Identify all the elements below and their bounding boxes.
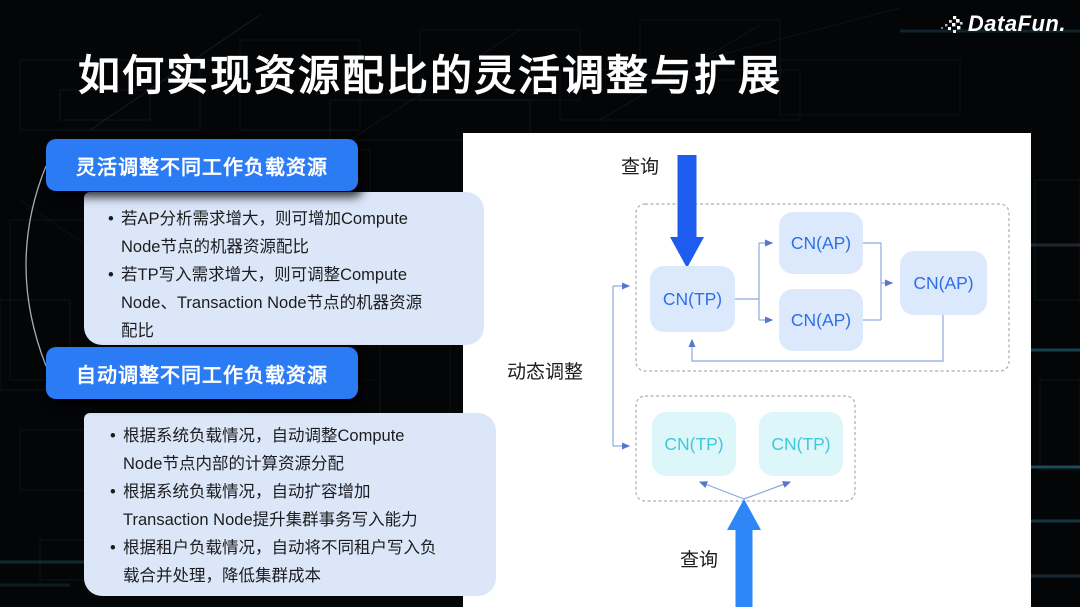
- svg-text:CN(TP): CN(TP): [771, 434, 830, 454]
- section1-header-label: 灵活调整不同工作负载资源: [76, 156, 328, 179]
- node-cn-ap-top: CN(AP): [779, 212, 863, 274]
- node-cn-ap-right: CN(AP): [900, 251, 987, 315]
- query-up-arrow: [727, 499, 761, 607]
- bullet-item: 若TP写入需求增大，则可调整Compute Node、Transaction N…: [108, 261, 438, 345]
- section2-card: 根据系统负载情况，自动调整Compute Node节点内部的计算资源分配 根据系…: [84, 413, 496, 596]
- svg-text:CN(AP): CN(AP): [913, 273, 973, 293]
- node-cn-tp-lower-1: CN(TP): [652, 412, 736, 476]
- query-label-top: 查询: [621, 157, 660, 178]
- svg-text:CN(TP): CN(TP): [664, 434, 723, 454]
- node-cn-tp-lower-2: CN(TP): [759, 412, 843, 476]
- bullet-item: 根据系统负载情况，自动调整Compute Node节点内部的计算资源分配: [110, 422, 446, 478]
- node-cn-ap-bottom: CN(AP): [779, 289, 863, 351]
- upper-cluster-border: [635, 203, 1010, 372]
- svg-text:CN(AP): CN(AP): [791, 310, 851, 330]
- cluster-diagram: CN(TP) CN(AP) CN(AP) CN(AP) CN(TP) CN: [612, 155, 1010, 607]
- section1-card: 若AP分析需求增大，则可增加Compute Node节点的机器资源配比 若TP写…: [84, 192, 484, 345]
- svg-text:CN(AP): CN(AP): [791, 233, 851, 253]
- datafun-logo-icon: [940, 16, 963, 33]
- section2-bullet-list: 根据系统负载情况，自动调整Compute Node节点内部的计算资源分配 根据系…: [110, 422, 446, 590]
- section2-header: 自动调整不同工作负载资源: [46, 347, 358, 399]
- datafun-logo: DataFun.: [939, 11, 1066, 37]
- query-label-bottom: 查询: [680, 550, 719, 571]
- svg-text:CN(TP): CN(TP): [663, 289, 722, 309]
- query-down-arrow: [670, 155, 704, 268]
- section1-bullet-list: 若AP分析需求增大，则可增加Compute Node节点的机器资源配比 若TP写…: [108, 205, 438, 345]
- bullet-item: 根据租户负载情况，自动将不同租户写入负载合并处理，降低集群成本: [110, 534, 446, 590]
- dynamic-adjust-label: 动态调整: [507, 362, 584, 383]
- section1-header: 灵活调整不同工作负载资源: [46, 139, 358, 191]
- bullet-item: 根据系统负载情况，自动扩容增加Transaction Node提升集群事务写入能…: [110, 478, 446, 534]
- bullet-item: 若AP分析需求增大，则可增加Compute Node节点的机器资源配比: [108, 205, 438, 261]
- section2-header-label: 自动调整不同工作负载资源: [76, 364, 328, 387]
- datafun-logo-text: DataFun.: [967, 11, 1066, 36]
- diagram-panel: 查询 动态调整 查询: [463, 133, 1031, 607]
- page-title: 如何实现资源配比的灵活调整与扩展: [78, 52, 783, 99]
- sections-connector-arc: [25, 165, 47, 367]
- lower-cluster-border: [635, 395, 856, 502]
- connector-lines: [612, 239, 944, 500]
- node-cn-tp-upper: CN(TP): [650, 266, 735, 332]
